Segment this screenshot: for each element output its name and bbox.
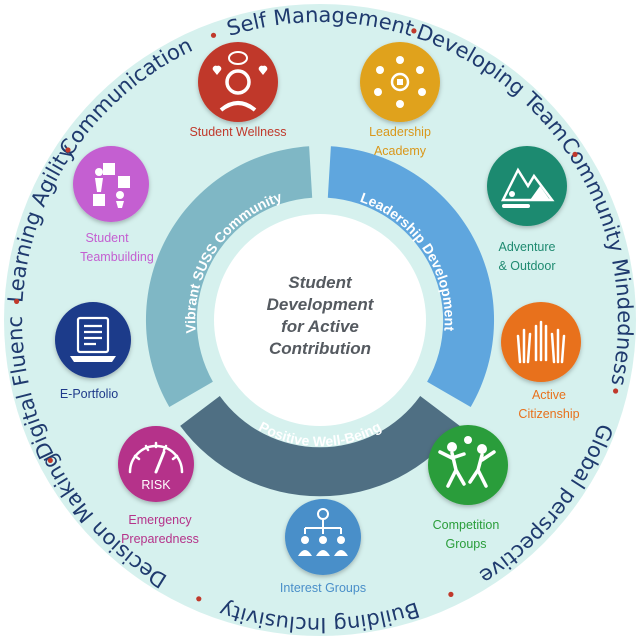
skill-separator-dots	[14, 28, 619, 602]
separator-dot	[47, 457, 53, 463]
separator-dot	[210, 32, 217, 38]
risk-badge: RISK	[141, 478, 171, 492]
separator-dot	[411, 28, 417, 34]
programme-label: Leadership	[369, 125, 431, 139]
center-title-line2: Development	[267, 295, 375, 314]
programme-label: Adventure	[499, 240, 556, 254]
programme-label: Groups	[446, 537, 487, 551]
center-circle	[214, 214, 426, 426]
separator-dot	[196, 596, 202, 602]
center-title-line1: Student	[288, 273, 353, 292]
citizenship-icon	[516, 320, 566, 364]
eportfolio-icon	[70, 316, 116, 362]
adventure-icon	[500, 167, 555, 208]
wellness-icon	[212, 51, 268, 112]
programme-label: E-Portfolio	[60, 387, 118, 401]
interest-icon	[298, 508, 348, 556]
center-title-line4: Contribution	[269, 339, 371, 358]
programme-label: Emergency	[128, 513, 192, 527]
separator-dot	[14, 298, 20, 304]
programme-competition-groups: Competition Groups	[428, 425, 508, 551]
separator-dot	[613, 388, 619, 394]
segment-positive-well-being	[180, 396, 460, 497]
programme-active-citizenship: Active Citizenship	[501, 302, 581, 421]
programme-label: Student	[85, 231, 129, 245]
programme-label: Teambuilding	[80, 250, 154, 264]
programme-label: Interest Groups	[280, 581, 366, 595]
programme-leadership-academy: Leadership Academy	[360, 42, 440, 158]
gauge-icon	[128, 441, 184, 474]
programme-adventure-outdoor: Adventure & Outdoor	[487, 146, 567, 273]
programme-label: Active	[532, 388, 566, 402]
programme-e-portfolio: E-Portfolio	[55, 302, 131, 401]
separator-dot	[65, 147, 71, 153]
programme-label: Preparedness	[121, 532, 199, 546]
programme-label: Citizenship	[518, 407, 579, 421]
competition-icon	[438, 436, 496, 488]
leadership-icon	[374, 56, 426, 108]
segment-vibrant-community	[145, 146, 313, 408]
programme-label: Student Wellness	[189, 125, 286, 139]
programme-student-teambuilding: Student Teambuilding	[73, 146, 154, 264]
programme-interest-groups: Interest Groups	[280, 499, 366, 595]
programme-student-wellness: Student Wellness	[189, 42, 287, 139]
separator-dot	[448, 591, 454, 598]
teambuilding-icon	[93, 163, 130, 208]
separator-dot	[572, 151, 578, 157]
programme-label: Academy	[374, 144, 427, 158]
programme-emergency-preparedness: RISK Emergency Preparedness	[118, 426, 199, 546]
segment-leadership-development	[327, 146, 495, 408]
programme-label: Competition	[433, 518, 500, 532]
center-title-line3: for Active	[281, 317, 359, 336]
programme-label: & Outdoor	[499, 259, 556, 273]
